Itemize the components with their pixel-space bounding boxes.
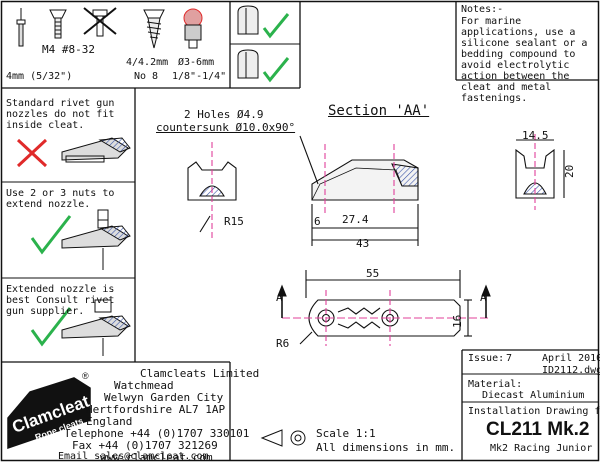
company-addr1: Watchmead [114,379,174,392]
wood-screw-size-label: 4/4.2mm [126,57,169,68]
company-email: Email sales@clamcleat.com [58,451,209,462]
issue-date: April 2010 [542,353,600,364]
issue-value: 7 [506,353,513,364]
part-number: CL211 Mk.2 [486,419,590,440]
company-web: www.clamcleat.com [100,451,213,462]
dim-27-4: 27.4 [342,213,369,226]
scale-line2: All dimensions in mm. [316,441,456,454]
section-title: Section 'AA' [328,103,430,119]
bolt-inch-label: 1/8"-1/4" [172,71,227,82]
projection-symbol [260,429,306,447]
part-description: Mk2 Racing Junior [490,443,593,454]
wood-screw-figure [143,9,165,49]
issue-label: Issue: [468,353,505,364]
bolt-nut-figure [183,8,203,49]
material-value: Diecast Aluminium [482,390,585,401]
dim-20: 20 [563,164,576,178]
holes-spec-line1: 2 Holes Ø4.9 [184,108,264,121]
notes-body: For marine applications, use a silicone … [461,16,588,104]
dim-r6: R6 [276,337,290,350]
machine-screw-figure [49,9,67,39]
end-view-left [187,142,237,238]
rivet-figure [16,8,26,47]
check-cleat-bottom [237,49,290,83]
dim-14-5: 14.5 [522,129,549,142]
company-addr2: Welwyn Garden City [104,391,224,404]
company-addr3: Hertfordshire AL7 1AP [86,403,226,416]
company-country: England [86,415,133,428]
company-telephone: Telephone +44 (0)1707 330101 [64,427,250,440]
dim-43: 43 [356,237,370,250]
company-fax: Fax +44 (0)1707 321269 [72,439,218,452]
section-arrow-right-label: A [480,291,487,304]
rivet-note-2: Use 2 or 3 nuts to extend nozzle. [6,188,115,210]
rivet-illustration-3 [30,299,131,356]
notes-heading: Notes:- [461,4,504,15]
check-cleat-top [237,5,290,39]
rivet-illustration-1 [16,137,131,168]
holes-spec-line2: countersunk Ø10.0x90° [156,121,296,134]
scale-line1: Scale 1:1 [316,427,376,440]
rivet-note-1: Standard rivet gun nozzles do not fit in… [6,98,115,131]
install-label: Installation Drawing for:- [468,406,600,417]
plan-view [277,270,491,346]
rivet-size-label: 4mm (5/32") [6,71,73,82]
end-view-right [515,134,565,210]
dim-55: 55 [366,267,380,280]
material-label: Material: [468,379,523,390]
rivet-note-3: Extended nozzle is best Consult rivet gu… [6,284,115,317]
machine-screw-label: M4 #8-32 [42,43,95,56]
clamcleat-logo-mark [7,377,91,450]
section-arrow-left-label: A [276,291,283,304]
dim-6: 6 [314,215,321,228]
rivet-illustration-2 [30,209,131,270]
crossed-screw-figure [83,7,117,37]
drawing-file: ID2112.dwg [542,365,600,376]
dim-r15: R15 [224,215,244,228]
dim-16: 16 [451,314,464,328]
wood-screw-no-label: No 8 [134,71,159,82]
company-name: Clamcleats Limited [140,367,260,380]
section-aa-view [299,135,419,246]
bolt-diam-label: Ø3-6mm [178,57,215,68]
logo-registered: ® [82,371,89,381]
